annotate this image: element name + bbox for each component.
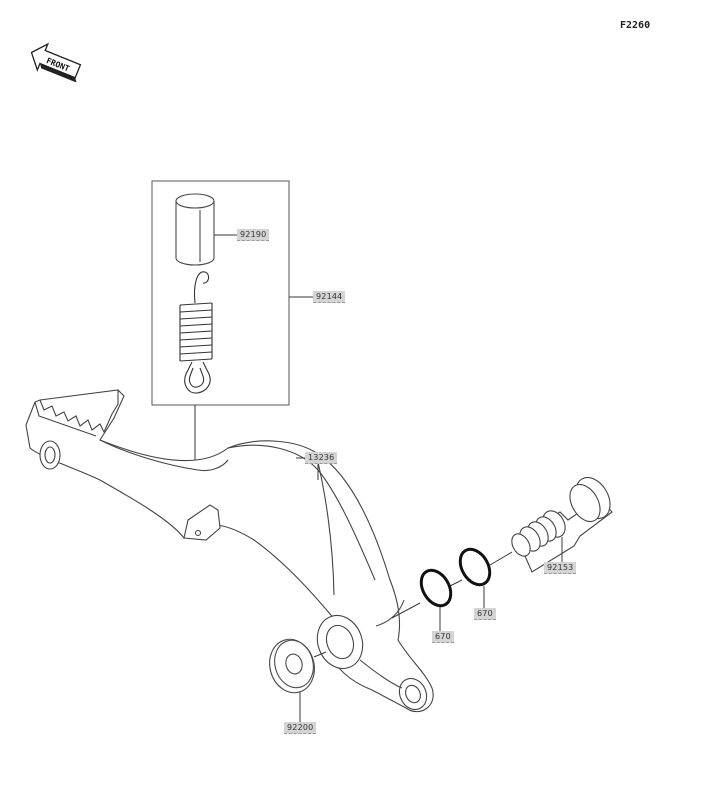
spring-kit-box <box>151 180 290 406</box>
diagram-code: F2260 <box>620 20 651 31</box>
callout-92190[interactable]: 92190 <box>237 229 270 241</box>
spring-sleeve <box>175 193 215 266</box>
front-arrow-icon: FRONT <box>30 42 82 83</box>
callout-670-inner[interactable]: 670 <box>432 631 454 643</box>
o-ring-outer <box>458 547 492 587</box>
pivot-shaft <box>511 476 613 573</box>
axis-line-1 <box>391 602 421 619</box>
return-spring <box>179 271 213 394</box>
callout-92153[interactable]: 92153 <box>544 562 577 574</box>
callout-92144[interactable]: 92144 <box>313 291 346 303</box>
washer-to-pivot-line <box>313 651 327 658</box>
axis-line-2 <box>449 579 463 587</box>
washer <box>269 638 315 694</box>
callout-670-outer[interactable]: 670 <box>474 608 496 620</box>
callout-13236[interactable]: 13236 <box>305 452 338 464</box>
callout-92200[interactable]: 92200 <box>284 722 317 734</box>
o-ring-inner <box>419 568 453 608</box>
brake-pedal <box>25 389 434 713</box>
axis-line-3 <box>489 551 513 566</box>
